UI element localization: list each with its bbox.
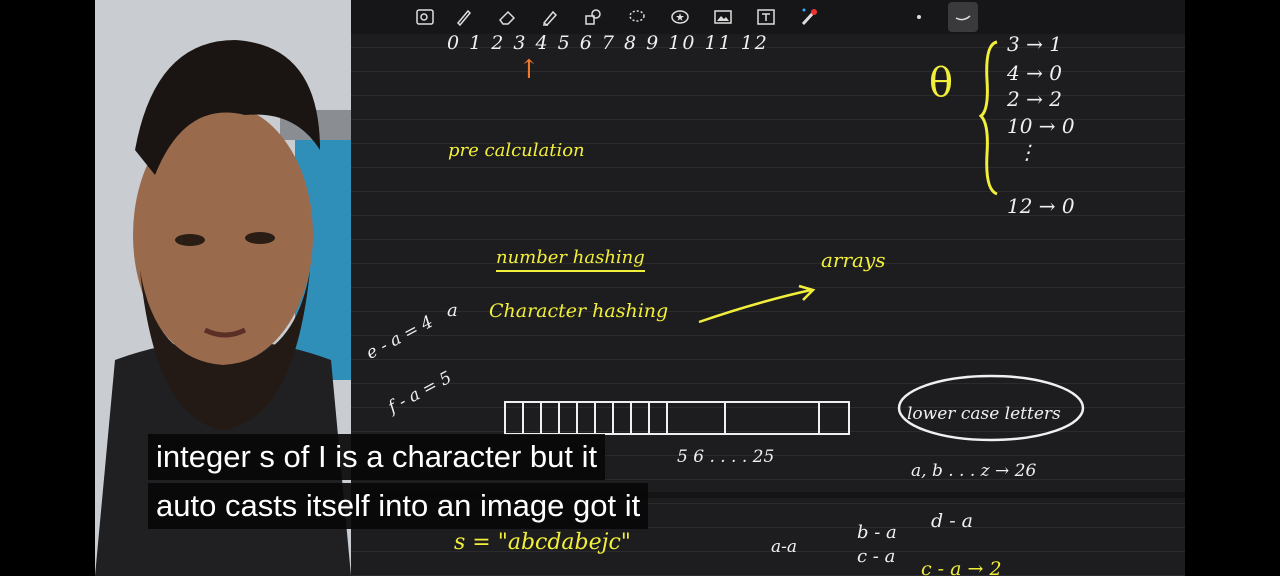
pointer-arrow: ↑ <box>518 55 540 85</box>
theta-symbol: θ <box>929 60 954 106</box>
lower-case-circle <box>897 374 1085 442</box>
arrays-note: arrays <box>821 248 886 272</box>
shapes-icon[interactable] <box>581 5 605 29</box>
brace-mark <box>979 40 998 196</box>
caption-line-1: integer s of I is a character but it <box>148 434 606 480</box>
array-indices: 5 6 . . . . 25 <box>677 447 775 467</box>
lower-case-note: lower case letters <box>907 404 1061 424</box>
dot-icon[interactable] <box>907 5 931 29</box>
a-label: a <box>447 300 458 321</box>
hash-array <box>504 401 850 435</box>
lasso-zoom-icon[interactable] <box>413 5 437 29</box>
number-line: 0 1 2 3 4 5 6 7 8 9 10 11 12 <box>447 32 769 54</box>
pre-calculation-note: pre calculation <box>448 140 585 161</box>
map-row-2: 4 → 0 <box>1007 61 1062 85</box>
map-row-last: 12 → 0 <box>1007 194 1075 218</box>
caption-line-2: auto casts itself into an image got it <box>148 483 649 529</box>
arrow-to-arrays <box>698 284 816 324</box>
video-frame: 0 1 2 3 4 5 6 7 8 9 10 11 12 ↑ θ 3 → 1 4… <box>95 0 1185 576</box>
c-minus-a-note: c - a <box>857 546 896 567</box>
alphabet-count: a, b . . . z → 26 <box>911 461 1037 481</box>
d-minus-a-note: d - a <box>931 510 973 532</box>
sticker-icon[interactable] <box>668 5 692 29</box>
lasso-icon[interactable] <box>625 5 649 29</box>
character-hashing-note: Character hashing <box>489 300 669 322</box>
map-row-3: 2 → 2 <box>1007 87 1062 111</box>
map-row-ellipsis: ⋮ <box>1017 140 1037 164</box>
laser-pointer-icon[interactable] <box>797 5 821 29</box>
number-hashing-note: number hashing <box>496 247 645 272</box>
c-minus-a-result: c - a → 2 <box>921 558 1002 576</box>
drawing-toolbar <box>351 0 1185 34</box>
a-minus-a-note: a-a <box>771 537 798 557</box>
e-minus-a-note: e - a = 4 <box>363 311 437 364</box>
map-row-4: 10 → 0 <box>1007 114 1075 138</box>
page-divider <box>351 492 1185 498</box>
image-icon[interactable] <box>711 5 735 29</box>
pen-icon[interactable] <box>452 5 476 29</box>
text-icon[interactable] <box>754 5 778 29</box>
eraser-icon[interactable] <box>495 5 519 29</box>
notes-canvas[interactable]: 0 1 2 3 4 5 6 7 8 9 10 11 12 ↑ θ 3 → 1 4… <box>351 0 1185 576</box>
line-style-icon[interactable] <box>948 2 978 32</box>
b-minus-a-note: b - a <box>857 522 897 543</box>
map-row-1: 3 → 1 <box>1007 32 1062 56</box>
f-minus-a-note: f - a = 5 <box>385 367 456 418</box>
highlighter-icon[interactable] <box>538 5 562 29</box>
s-string-note: s = "abcdabejc" <box>454 530 631 555</box>
